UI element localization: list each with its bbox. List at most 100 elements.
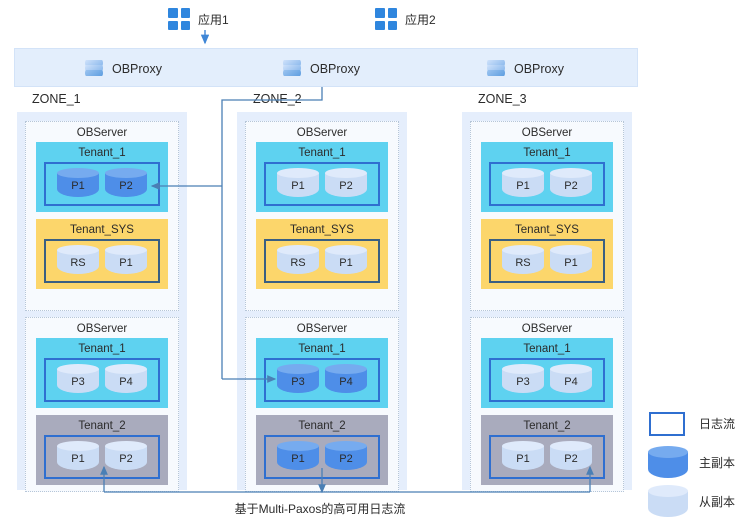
log-stream-box: P3 P4 [264,358,380,402]
zone-1-label: ZONE_1 [32,92,81,106]
primary-replica-swatch [648,445,688,480]
observer-title: OBServer [521,127,573,139]
layered-stack-icon [281,59,303,79]
replica-cylinder: P2 [325,168,367,200]
zone-1-observer-1: OBServer Tenant_1 P1 P2 Tenant_SYS RS P1 [25,121,179,311]
legend-label: 主副本 [699,456,736,470]
replica-cylinder: P4 [105,364,147,396]
obproxy-label: OBProxy [514,61,565,76]
app-1-label: 应用1 [198,12,229,27]
log-stream-box: P1 P2 [264,162,380,206]
zone-2-label: ZONE_2 [253,92,302,106]
tenant-box-tenant-1: Tenant_1 P3 P4 [36,338,168,408]
replica-cylinder: P1 [57,168,99,200]
replica-cylinder: P1 [105,245,147,277]
log-stream-box: RS P1 [264,239,380,283]
tenant-box-tenant-sys: Tenant_SYS RS P1 [481,219,613,289]
obproxy-zone-2[interactable]: OBProxy [281,49,360,88]
replica-cylinder: P1 [502,441,544,473]
observer-title: OBServer [521,323,573,335]
zone-2-container: OBServer Tenant_1 P1 P2 Tenant_SYS RS P1… [237,112,407,492]
replica-cylinder: RS [57,245,99,277]
replica-cylinder: P4 [325,364,367,396]
zone-3-observer-2: OBServer Tenant_1 P3 P4 Tenant_2 P1 P2 [470,317,624,492]
zone-2-observer-1: OBServer Tenant_1 P1 P2 Tenant_SYS RS P1 [245,121,399,311]
legend-label: 从副本 [699,495,736,509]
legend: 日志流 主副本 从副本 [648,404,748,521]
replica-cylinder: P2 [105,441,147,473]
replica-cylinder: P3 [277,364,319,396]
tenant-box-tenant-2: Tenant_2 P1 P2 [481,415,613,485]
replica-cylinder: P4 [550,364,592,396]
tenant-box-tenant-1: Tenant_1 P3 P4 [481,338,613,408]
tenant-title: Tenant_SYS [290,224,354,236]
obproxy-zone-3[interactable]: OBProxy [485,49,564,88]
app-2-label: 应用2 [405,12,436,27]
replica-cylinder: P1 [550,245,592,277]
tenant-title: Tenant_1 [523,147,571,159]
log-stream-swatch [648,411,686,436]
layered-stack-icon [83,59,105,79]
layered-stack-icon [485,59,507,79]
tenant-title: Tenant_1 [298,147,346,159]
legend-item-primary-replica: 主副本 [648,443,748,482]
log-stream-box: P3 P4 [44,358,160,402]
obproxy-zone-1[interactable]: OBProxy [83,49,162,88]
replica-cylinder: P2 [550,168,592,200]
tenant-box-tenant-1: Tenant_1 P1 P2 [256,142,388,212]
replica-cylinder: P3 [57,364,99,396]
observer-title: OBServer [76,323,128,335]
tenant-box-tenant-sys: Tenant_SYS RS P1 [36,219,168,289]
replica-cylinder: P2 [105,168,147,200]
log-stream-box: P3 P4 [489,358,605,402]
tenant-box-tenant-sys: Tenant_SYS RS P1 [256,219,388,289]
log-stream-box: P1 P2 [44,435,160,479]
log-stream-box: RS P1 [489,239,605,283]
zone-3-label: ZONE_3 [478,92,527,106]
log-stream-box: P1 P2 [489,162,605,206]
replica-cylinder: RS [277,245,319,277]
tenant-title: Tenant_SYS [515,224,579,236]
replica-cylinder: P2 [550,441,592,473]
tenant-title: Tenant_2 [298,420,346,432]
legend-item-log-stream: 日志流 [648,404,748,443]
zone-3-container: OBServer Tenant_1 P1 P2 Tenant_SYS RS P1… [462,112,632,492]
obproxy-label: OBProxy [112,61,163,76]
tenant-box-tenant-1: Tenant_1 P1 P2 [36,142,168,212]
legend-label: 日志流 [699,417,736,431]
observer-title: OBServer [296,127,348,139]
zone-2-observer-2: OBServer Tenant_1 P3 P4 Tenant_2 P1 P2 [245,317,399,492]
observer-title: OBServer [76,127,128,139]
paxos-caption: 基于Multi-Paxos的高可用日志流 [234,502,406,516]
replica-cylinder: P1 [57,441,99,473]
obproxy-band: OBProxy OBProxy OBProxy [14,48,638,87]
tenant-title: Tenant_SYS [70,224,134,236]
log-stream-box: RS P1 [44,239,160,283]
app-1: 应用1 [168,8,229,30]
log-stream-box: P1 P2 [264,435,380,479]
app-2: 应用2 [375,8,436,30]
tenant-title: Tenant_2 [523,420,571,432]
replica-cylinder: P3 [502,364,544,396]
tenant-box-tenant-2: Tenant_2 P1 P2 [256,415,388,485]
grid-icon [375,8,397,30]
tenant-box-tenant-1: Tenant_1 P1 P2 [481,142,613,212]
zone-3-observer-1: OBServer Tenant_1 P1 P2 Tenant_SYS RS P1 [470,121,624,311]
log-stream-box: P1 P2 [44,162,160,206]
tenant-title: Tenant_1 [78,343,126,355]
replica-cylinder: RS [502,245,544,277]
tenant-box-tenant-2: Tenant_2 P1 P2 [36,415,168,485]
log-stream-box: P1 P2 [489,435,605,479]
zone-1-container: OBServer Tenant_1 P1 P2 Tenant_SYS RS P1… [17,112,187,492]
replica-cylinder: P1 [277,168,319,200]
replica-cylinder: P1 [502,168,544,200]
tenant-box-tenant-1: Tenant_1 P3 P4 [256,338,388,408]
grid-icon [168,8,190,30]
replica-cylinder: P2 [325,441,367,473]
tenant-title: Tenant_1 [78,147,126,159]
zone-1-observer-2: OBServer Tenant_1 P3 P4 Tenant_2 P1 P2 [25,317,179,492]
tenant-title: Tenant_2 [78,420,126,432]
secondary-replica-swatch [648,484,688,519]
observer-title: OBServer [296,323,348,335]
